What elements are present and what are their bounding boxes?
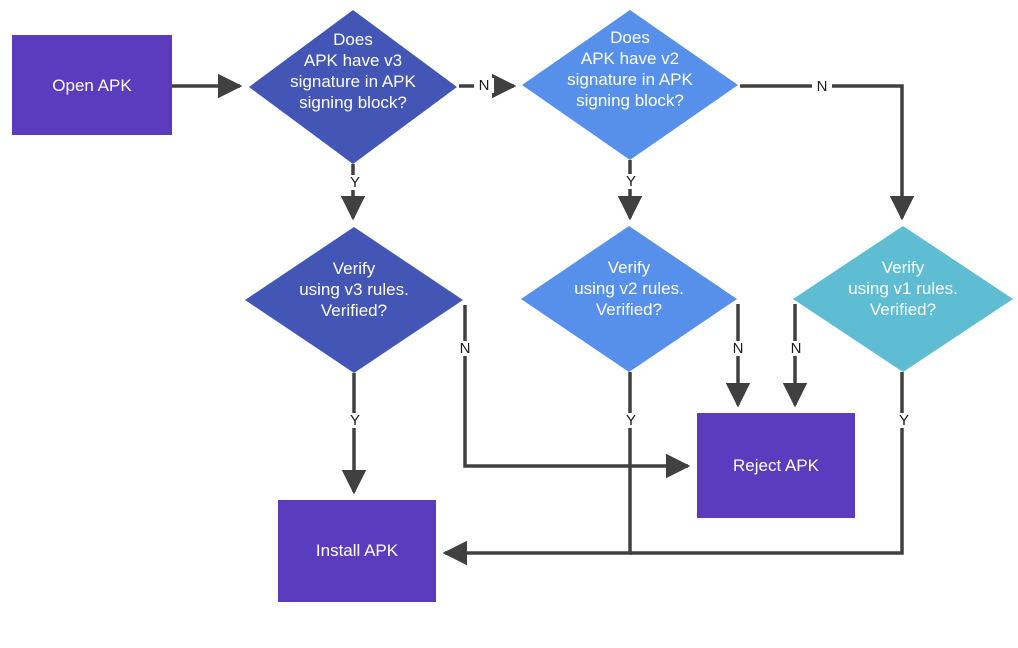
edge-label-q-v3-no: N: [474, 78, 494, 93]
edge-label-verify-v3-yes: Y: [345, 413, 365, 428]
node-verify-v2[interactable]: [521, 226, 737, 372]
node-open-apk[interactable]: [12, 35, 172, 135]
edge-label-verify-v3-no: N: [455, 341, 475, 356]
node-question-v2[interactable]: [522, 10, 738, 160]
node-verify-v1[interactable]: [793, 226, 1013, 372]
edge-q-v2-no-to-verify-v1: [740, 84, 915, 221]
edge-label-q-v3-yes: Y: [345, 175, 365, 190]
edge-verify-v2-yes-to-install: [442, 372, 632, 566]
node-install-apk[interactable]: [278, 500, 436, 602]
edge-verify-v1-yes-to-install: [630, 372, 904, 555]
edge-label-q-v2-no: N: [812, 79, 832, 94]
edge-label-verify-v1-yes: Y: [894, 413, 914, 428]
node-reject-apk[interactable]: [697, 413, 855, 518]
edge-label-verify-v1-no: N: [786, 341, 806, 356]
node-verify-v3[interactable]: [245, 227, 463, 373]
edge-verify-v3-no-to-reject: [463, 305, 691, 479]
edge-label-verify-v2-no: N: [728, 341, 748, 356]
edge-label-q-v2-yes: Y: [621, 174, 641, 189]
node-question-v3[interactable]: [249, 10, 457, 164]
edge-label-verify-v2-yes: Y: [621, 413, 641, 428]
